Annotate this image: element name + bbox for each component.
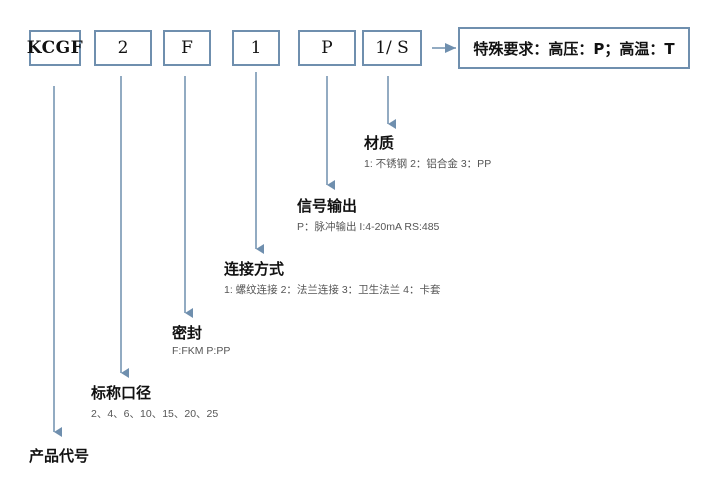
seal-title: 密封: [172, 324, 203, 342]
code-box-product: KCGF: [27, 30, 83, 66]
code-box-diameter: 2: [94, 30, 152, 66]
product-code-title: 产品代号: [29, 447, 90, 465]
code-box-material: 1/ S: [362, 30, 422, 66]
material-desc: 1: 不锈钢 2：铝合金 3：PP: [364, 158, 492, 170]
diameter-desc: 2、4、6、10、15、20、25: [91, 408, 219, 420]
connection-title: 连接方式: [224, 260, 285, 278]
code-box-signal: P: [298, 30, 356, 66]
diameter-title: 标称口径: [91, 384, 152, 402]
special-requirement-box: 特殊要求：高压：P；高温：T: [458, 27, 690, 69]
signal-title: 信号输出: [297, 197, 358, 215]
signal-desc: P：脉冲输出 I:4-20mA RS:485: [297, 221, 440, 233]
code-box-connection: 1: [232, 30, 280, 66]
code-box-seal: F: [163, 30, 211, 66]
seal-desc: F:FKM P:PP: [172, 345, 231, 357]
connection-desc: 1: 螺纹连接 2：法兰连接 3：卫生法兰 4：卡套: [224, 284, 441, 296]
material-title: 材质: [364, 134, 395, 152]
